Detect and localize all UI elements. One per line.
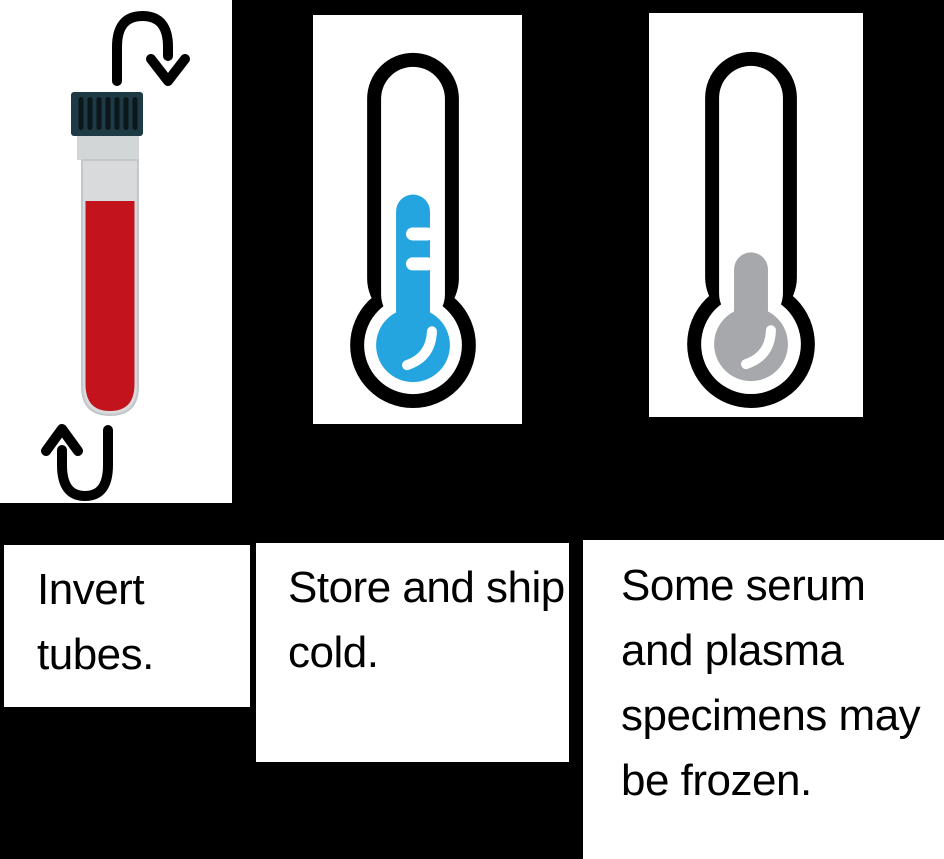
- invert-arrow-top: [112, 10, 173, 86]
- thermometer-mercury-bulb: [714, 307, 788, 382]
- cap-rib: [132, 97, 138, 130]
- caption-line: Some serum: [621, 561, 866, 610]
- thermometer-cold-icon: [350, 52, 476, 409]
- caption-store-ship-cold: Store and ship cold.: [256, 543, 569, 762]
- icon-panel-cold: [313, 15, 522, 424]
- bulb-highlight: [402, 326, 437, 371]
- cap-rib: [87, 97, 93, 130]
- caption-line: Store and ship: [288, 563, 565, 612]
- cap-rib: [123, 97, 129, 130]
- invert-arrow-bottom: [57, 425, 113, 502]
- tube-blood: [85, 201, 135, 411]
- cap-rib: [96, 97, 102, 130]
- caption-line: tubes.: [37, 630, 154, 679]
- thermometer-tick: [406, 227, 434, 241]
- thermometer-tick: [406, 257, 434, 271]
- bulb-highlight: [741, 325, 776, 370]
- thermometer-stem-inner: [719, 65, 783, 326]
- tube-neck: [77, 136, 139, 160]
- cap-rib: [105, 97, 111, 130]
- caption-line: specimens may: [621, 691, 921, 740]
- icon-panel-frozen: [649, 13, 863, 417]
- caption-invert-tubes: Invert tubes.: [4, 545, 250, 707]
- invert-arrow-bottom-head: [41, 424, 83, 456]
- thermometer-mercury-bulb: [376, 308, 450, 383]
- icon-panel-invert: [0, 0, 232, 503]
- blood-tube-invert-icon: [41, 10, 190, 502]
- cap-rib: [78, 97, 84, 130]
- cap-rib: [114, 97, 120, 130]
- invert-arrow-top-head: [146, 54, 190, 86]
- tube-cap-ribs: [78, 97, 138, 130]
- caption-line: Invert: [37, 565, 145, 614]
- caption-line: and plasma: [621, 626, 844, 675]
- caption-may-be-frozen: Some serum and plasma specimens may be f…: [583, 540, 944, 859]
- caption-line: be frozen.: [621, 756, 812, 805]
- caption-line: cold.: [288, 628, 379, 677]
- thermometer-frozen-icon: [687, 51, 815, 409]
